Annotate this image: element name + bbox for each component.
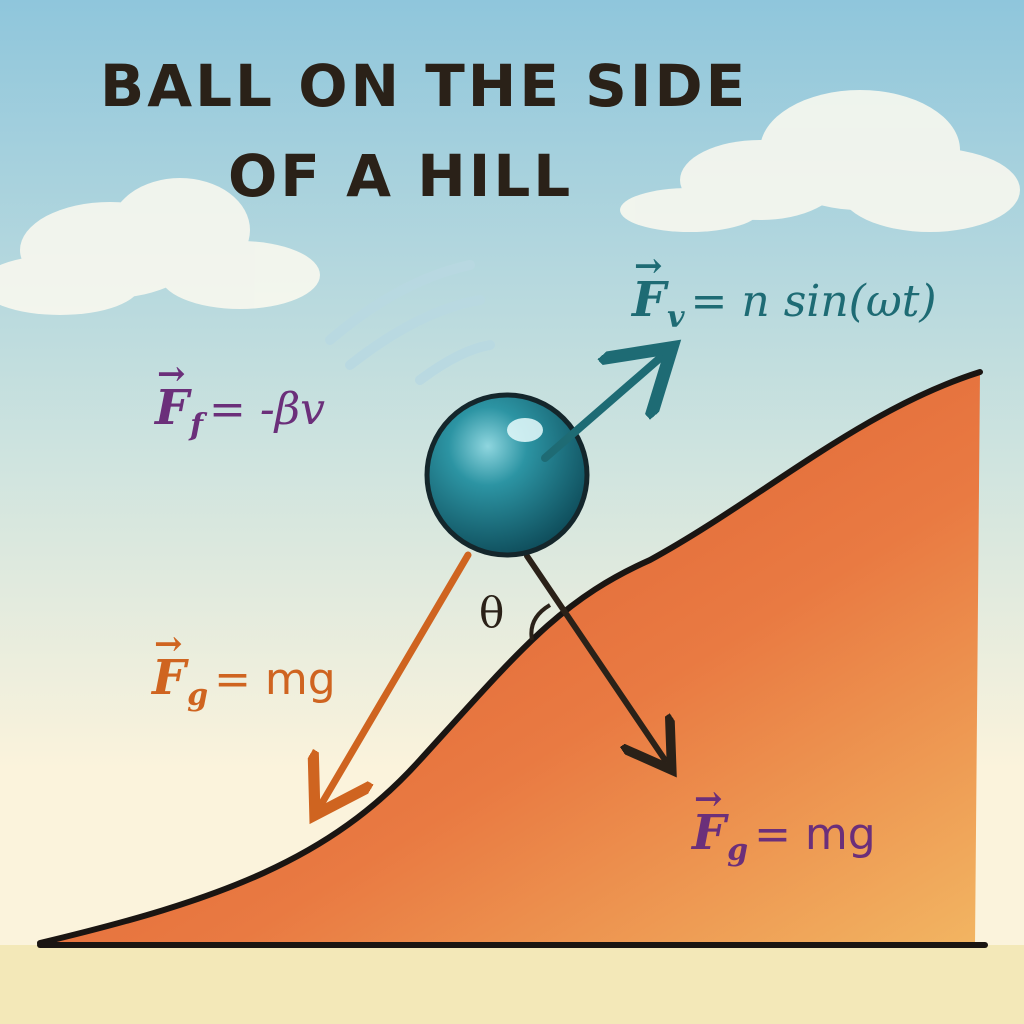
friction-force-expression: = -βv — [208, 384, 325, 435]
gravity-force-vector-left: →Fg — [152, 624, 209, 713]
gravity-force-label-right: →Fg = mg — [692, 779, 876, 868]
angle-theta-label: θ — [479, 588, 505, 637]
driving-force-vector: →Fv — [632, 246, 685, 335]
gravity-force-vector-right: →Fg — [692, 779, 749, 868]
driving-force-arrow — [541, 358, 660, 462]
driving-force-expression: = n sin(ωt) — [690, 276, 937, 327]
title-line-2: OF A HILL — [228, 142, 574, 210]
ball — [424, 392, 590, 558]
gravity-force-label-left: →Fg = mg — [152, 624, 336, 713]
hill-body — [40, 372, 980, 945]
gravity-force-expression-left: = mg — [214, 654, 336, 705]
gravity-arrow-left — [322, 551, 472, 803]
title-line-1: BALL ON THE SIDE — [100, 52, 749, 120]
ground-wash — [0, 945, 1024, 1024]
cloud-left — [0, 178, 320, 315]
friction-force-label: →Ff = -βv — [155, 354, 325, 443]
angle-arc — [529, 603, 552, 641]
ball-highlight — [507, 418, 543, 442]
cloud-right — [620, 90, 1020, 232]
gravity-force-expression-right: = mg — [754, 809, 876, 860]
motion-streaks — [325, 260, 495, 385]
gravity-arrow-right — [524, 553, 665, 760]
friction-force-vector: →Ff — [155, 354, 203, 443]
driving-force-label: →Fv = n sin(ωt) — [632, 246, 937, 335]
